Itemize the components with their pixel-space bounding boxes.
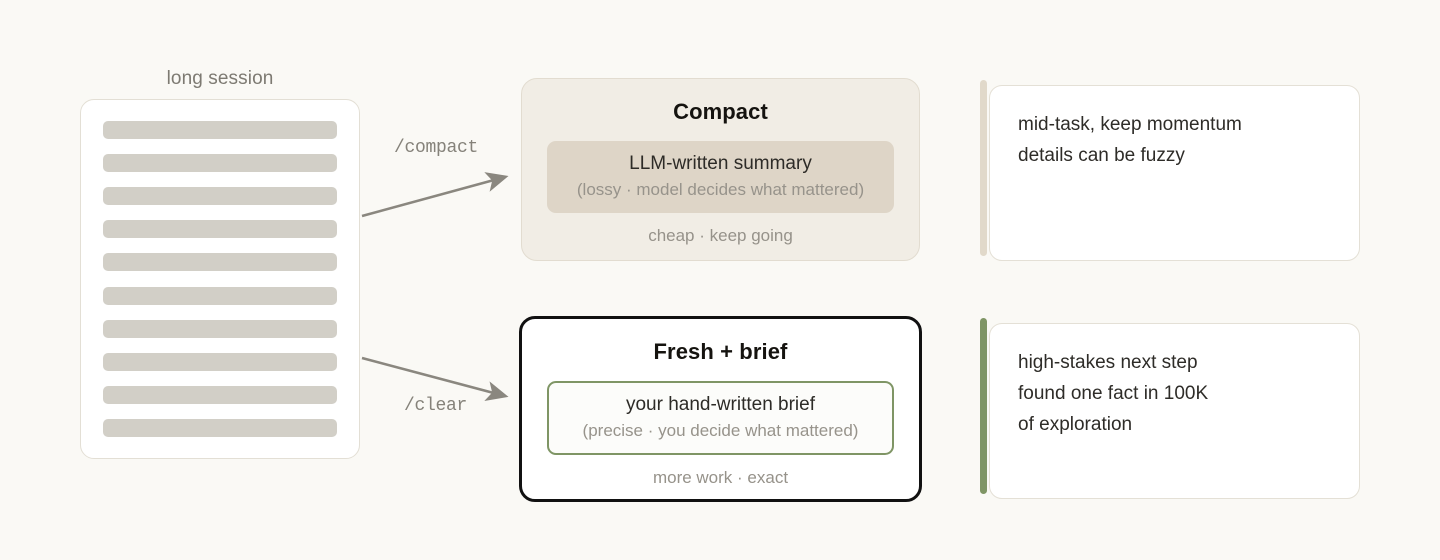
callout-line: details can be fuzzy [1018, 144, 1185, 166]
callout-card-compact-when: mid-task, keep momentum details can be f… [980, 80, 1360, 261]
session-label: long session [166, 68, 274, 89]
arrow-compact [361, 172, 509, 218]
session-row [103, 385, 337, 404]
option-title-fresh-brief: Fresh + brief [653, 339, 788, 364]
chip-sub-text: (precise · you decide what mattered) [582, 420, 859, 440]
option-card-fresh-brief[interactable]: Fresh + brief your hand-written brief (p… [519, 316, 922, 502]
arrow-clear [361, 356, 509, 401]
accent-bar [980, 318, 987, 494]
chip-main-text: your hand-written brief [625, 394, 816, 415]
callout-line: found one fact in 100K [1018, 382, 1209, 404]
option-chip-fresh-brief: your hand-written brief (precise · you d… [547, 381, 894, 455]
option-chip-compact: LLM-written summary (lossy · model decid… [547, 141, 894, 213]
callout-body: mid-task, keep momentum details can be f… [989, 85, 1360, 261]
callout-body: high-stakes next step found one fact in … [989, 323, 1360, 499]
arrow-label-compact: /compact [394, 138, 479, 158]
chip-sub-text: (lossy · model decides what mattered) [576, 179, 865, 199]
callout-line: of exploration [1018, 413, 1133, 435]
session-row [103, 352, 337, 371]
accent-bar [980, 80, 987, 256]
session-row [103, 418, 337, 437]
session-row [103, 220, 337, 239]
callout-line: mid-task, keep momentum [1018, 114, 1242, 135]
option-title-compact: Compact [673, 99, 768, 124]
session-row [103, 154, 337, 173]
option-footer-fresh-brief: more work · exact [652, 468, 789, 487]
callout-line: high-stakes next step [1018, 352, 1198, 373]
chip-main-text: LLM-written summary [629, 153, 812, 174]
callout-card-fresh-when: high-stakes next step found one fact in … [980, 318, 1360, 499]
session-row [103, 253, 337, 272]
session-row [103, 286, 337, 305]
long-session-card [80, 99, 360, 459]
option-footer-compact: cheap · keep going [648, 226, 793, 245]
arrow-label-clear: /clear [404, 396, 468, 416]
session-row [103, 121, 337, 139]
session-row [103, 319, 337, 338]
session-row [103, 187, 337, 206]
option-card-compact[interactable]: Compact LLM-written summary (lossy · mod… [521, 78, 920, 261]
